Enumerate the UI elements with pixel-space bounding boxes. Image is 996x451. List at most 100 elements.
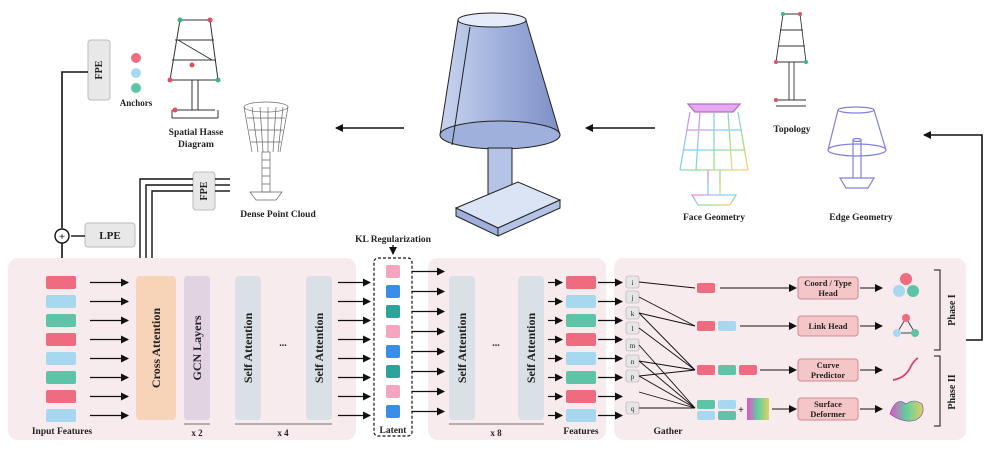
- latent-token: [386, 305, 400, 318]
- input-token: [46, 371, 76, 384]
- coord-type-head-box: [797, 276, 859, 300]
- surface-output-icon: [889, 400, 924, 422]
- edge-geometry-label: Edge Geometry: [829, 213, 893, 223]
- decoder-self-attention-block-1: [449, 276, 475, 420]
- fpe-mid-connector-lines: [139, 178, 230, 267]
- anchor-blue-dot: [131, 68, 141, 78]
- encoder-self-attention-block-2: [306, 276, 332, 420]
- latent-token: [386, 265, 400, 278]
- gathered-curve-token-3: [739, 365, 757, 375]
- features-to-gather-arrows: [598, 278, 623, 420]
- curve-predictor-label-2: Predictor: [811, 370, 846, 380]
- link-head-label: Link Head: [809, 321, 848, 331]
- gcn-repeat-label: x 2: [191, 428, 203, 438]
- plus-circle-symbol: +: [59, 231, 65, 243]
- phase2-label: Phase II: [947, 374, 958, 409]
- output-feature-tokens: [566, 276, 596, 422]
- anchor-teal-dot: [131, 83, 141, 93]
- gather-index-letter: p: [631, 373, 635, 381]
- lpe-box: [84, 222, 136, 248]
- phase1-bracket: [934, 269, 941, 351]
- latent-token: [386, 365, 400, 378]
- curve-predictor-box: [797, 358, 859, 382]
- encoder-to-latent-arrows: [338, 278, 371, 420]
- decoder-self-attention-label-1: Self Attention: [455, 313, 469, 384]
- anchors-label: Anchors: [120, 98, 153, 108]
- link-output-icon: [893, 314, 919, 337]
- latent-token: [386, 345, 400, 358]
- input-token: [46, 276, 76, 289]
- output-token: [566, 409, 596, 422]
- input-feature-tokens: [46, 276, 76, 422]
- gather-index-letter: m: [630, 342, 636, 350]
- latent-to-decoder-arrows: [412, 267, 445, 416]
- encoder-panel: [8, 258, 356, 440]
- latent-token: [386, 325, 400, 338]
- cross-attention-label: Cross Attention: [149, 308, 163, 388]
- latent-token: [386, 285, 400, 298]
- coord-type-head-label-1: Coord / Type: [804, 278, 852, 288]
- output-token: [566, 276, 596, 289]
- latent-token: [386, 385, 400, 398]
- dense-point-cloud-label: Dense Point Cloud: [240, 210, 316, 220]
- latent-box: [373, 257, 413, 437]
- curve-predictor-label-1: Curve: [817, 360, 840, 370]
- fpe-top-label: FPE: [94, 60, 105, 79]
- gather-connection-lines: [638, 281, 696, 409]
- dense-point-cloud-illustration: [243, 101, 289, 201]
- input-arrows: [90, 278, 129, 420]
- output-token: [566, 314, 596, 327]
- edge-geometry-illustration: [827, 106, 887, 189]
- surface-plus-sign: +: [738, 405, 744, 416]
- encoder-ellipsis: ...: [279, 338, 287, 349]
- surface-deformer-box: [797, 397, 859, 421]
- coord-type-head-label-2: Head: [818, 288, 838, 298]
- surface-grid-icon: [747, 398, 769, 420]
- gather-index-letter: k: [631, 310, 635, 318]
- coord-type-output-icon: [893, 273, 919, 297]
- decoder-self-attention-block-2: [518, 276, 544, 420]
- gather-index-letter: q: [631, 405, 635, 413]
- input-token: [46, 409, 76, 422]
- encoder-self-attention-block-1: [235, 276, 261, 420]
- gather-index-letter: i: [632, 279, 634, 287]
- cross-attention-block: [136, 276, 176, 420]
- gathered-link-token-1: [697, 321, 715, 331]
- encoder-repeat-label: x 4: [277, 428, 289, 438]
- lpe-label: LPE: [99, 230, 120, 242]
- output-token: [566, 390, 596, 403]
- link-head-box: [797, 315, 859, 337]
- output-token: [566, 352, 596, 365]
- input-token: [46, 352, 76, 365]
- decoder-repeat-label: x 8: [490, 428, 502, 438]
- input-token: [46, 333, 76, 346]
- input-token: [46, 390, 76, 403]
- gathered-curve-token-2: [718, 365, 736, 375]
- fpe-mid-label: FPE: [199, 181, 210, 200]
- fpe-to-plus-line: [61, 71, 88, 228]
- encoder-self-attention-label-1: Self Attention: [241, 313, 255, 384]
- output-token: [566, 295, 596, 308]
- input-token: [46, 295, 76, 308]
- topology-illustration: [774, 12, 808, 107]
- surface-deformer-label-2: Deformer: [810, 409, 846, 419]
- topology-label: Topology: [773, 125, 810, 135]
- gcn-layers-block: [184, 276, 210, 420]
- face-geometry-illustration: [679, 103, 749, 206]
- gathered-surface-token-3: [697, 411, 715, 420]
- spatial-hasse-label-line2: Diagram: [178, 140, 214, 150]
- decoder-output-arrows: [548, 278, 563, 420]
- spatial-hasse-diagram-illustration: [167, 17, 221, 119]
- kl-regularization-label: KL Regularization: [355, 235, 431, 245]
- gather-index-letter: n: [631, 358, 635, 366]
- gathered-surface-token-2: [718, 400, 736, 409]
- face-geometry-label: Face Geometry: [683, 213, 745, 223]
- input-features-label: Input Features: [32, 427, 93, 437]
- gathered-link-token-2: [718, 321, 736, 331]
- anchor-red-dot: [131, 53, 141, 63]
- output-token: [566, 371, 596, 384]
- encoder-self-attention-label-2: Self Attention: [312, 313, 326, 384]
- features-label: Features: [563, 427, 598, 437]
- latent-label: Latent: [380, 426, 408, 436]
- reconstructed-lamp-illustration: [439, 12, 562, 237]
